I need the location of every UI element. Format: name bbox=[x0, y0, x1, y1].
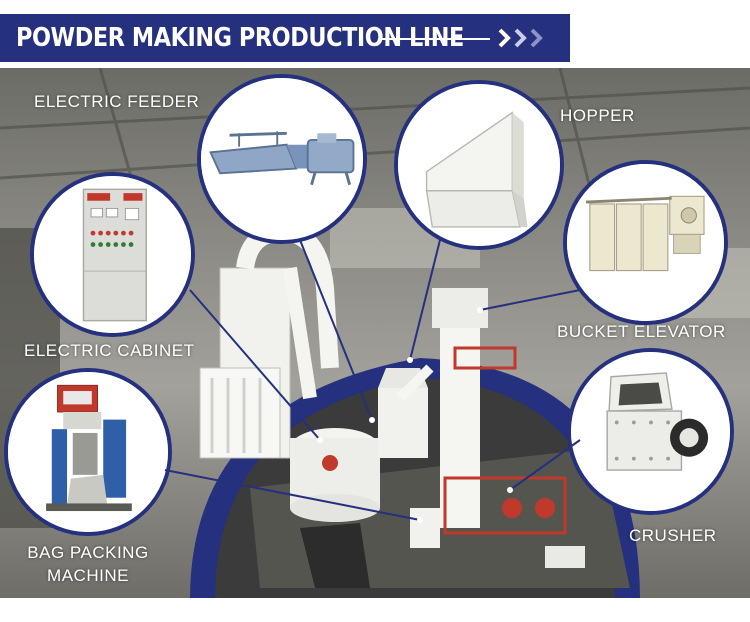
bottom-strip bbox=[0, 598, 750, 622]
electric-feeder-label: ELECTRIC FEEDER bbox=[34, 92, 200, 111]
bucket-elevator-label: BUCKET ELEVATOR bbox=[557, 322, 726, 341]
crusher-callout bbox=[567, 348, 734, 515]
hopper-label: HOPPER bbox=[560, 106, 635, 125]
electric-cabinet-label: ELECTRIC CABINET bbox=[24, 341, 195, 360]
electric-feeder-callout bbox=[197, 74, 367, 244]
electric-feeder-image bbox=[201, 78, 363, 240]
bag-packing-machine-label-line1: BAG PACKING bbox=[27, 543, 149, 562]
hopper-image bbox=[398, 84, 560, 246]
bucket-elevator-image bbox=[567, 164, 724, 321]
hopper-callout bbox=[394, 80, 564, 250]
banner-divider-line bbox=[382, 38, 490, 40]
crusher-image bbox=[571, 352, 730, 511]
electric-cabinet-image bbox=[34, 176, 191, 333]
chevron-right-icon bbox=[498, 28, 543, 48]
electric-cabinet-callout bbox=[30, 172, 195, 337]
crusher-label: CRUSHER bbox=[629, 526, 717, 545]
bag-packing-machine-label-line2: MACHINE bbox=[47, 566, 129, 585]
bag-packing-machine-callout bbox=[4, 368, 172, 536]
bag-packing-machine-image bbox=[8, 372, 168, 532]
title-banner: POWDER MAKING PRODUCTION LINE bbox=[0, 14, 570, 62]
bucket-elevator-callout bbox=[563, 160, 728, 325]
